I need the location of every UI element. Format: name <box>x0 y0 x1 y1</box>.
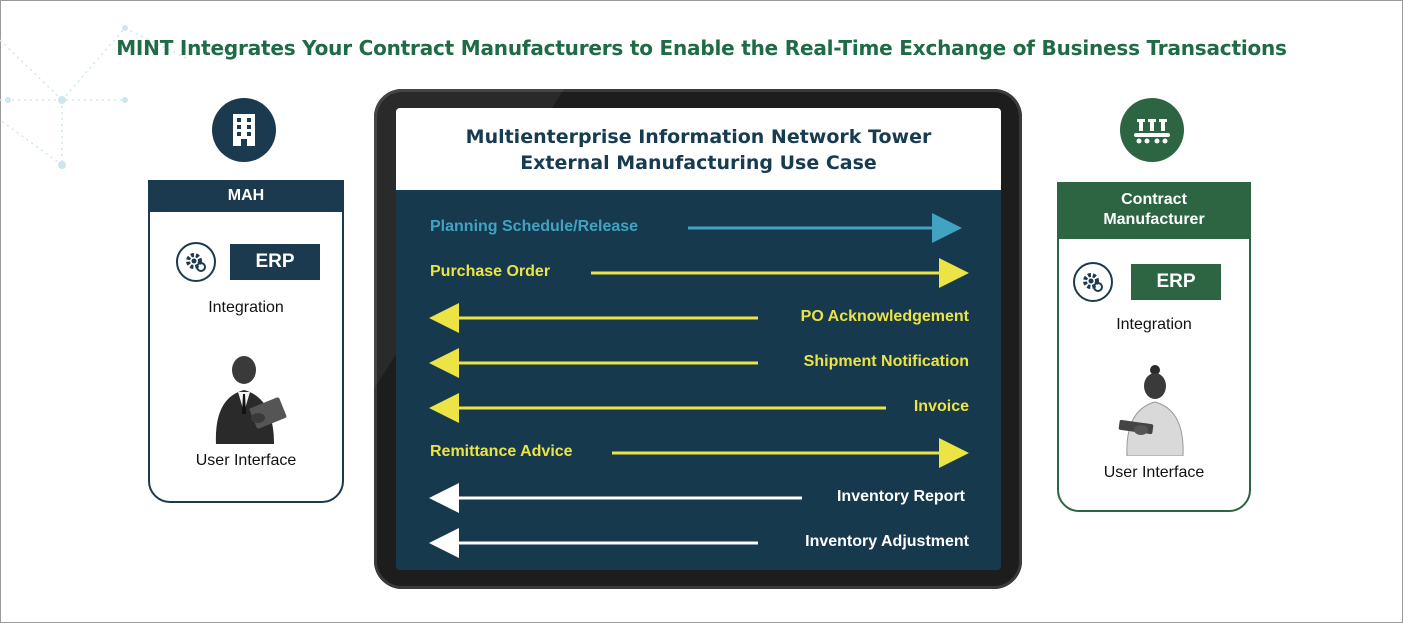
tablet-heading-line1: Multienterprise Information Network Towe… <box>465 126 932 148</box>
woman-with-tablet-image <box>1118 365 1184 456</box>
integration-gear-icon <box>1073 262 1113 302</box>
factory-conveyor-icon <box>1120 98 1184 162</box>
contract-manufacturer-card: Contract Manufacturer ERP Integration Us… <box>1057 182 1251 512</box>
flow-label-inventory-adjustment: Inventory Adjustment <box>805 533 969 550</box>
mah-card: MAH ERP Integration User Interface <box>148 180 344 503</box>
contract-manufacturer-header-line1: Contract <box>1121 191 1187 208</box>
user-interface-label: User Interface <box>1103 464 1205 481</box>
building-icon <box>212 98 276 162</box>
flow-label-inventory-report: Inventory Report <box>836 488 965 505</box>
tablet-screen: Multienterprise Information Network Towe… <box>396 108 1001 570</box>
flow-label-po-acknowledgement: PO Acknowledgement <box>800 308 969 325</box>
integration-gear-icon <box>176 242 216 282</box>
decorative-network-dots <box>0 25 191 169</box>
integration-label: Integration <box>1116 316 1192 333</box>
erp-box: ERP <box>1131 264 1221 300</box>
flow-label-shipment-notification: Shipment Notification <box>803 353 969 370</box>
flow-arrows <box>429 213 969 558</box>
flow-label-planning-schedule: Planning Schedule/Release <box>430 218 639 235</box>
erp-box: ERP <box>230 244 320 280</box>
user-interface-label: User Interface <box>195 452 297 469</box>
tablet-heading: Multienterprise Information Network Towe… <box>396 108 1001 190</box>
flow-label-purchase-order: Purchase Order <box>430 263 551 280</box>
diagram-title: MINT Integrates Your Contract Manufactur… <box>116 36 1287 60</box>
businessman-with-tablet-image <box>215 356 287 444</box>
contract-manufacturer-header: Contract Manufacturer <box>1057 182 1251 239</box>
flow-label-invoice: Invoice <box>913 398 969 415</box>
contract-manufacturer-header-line2: Manufacturer <box>1103 211 1205 228</box>
integration-label: Integration <box>208 299 284 316</box>
flow-label-remittance-advice: Remittance Advice <box>430 443 573 460</box>
mah-header: MAH <box>148 180 344 212</box>
tablet-heading-line2: External Manufacturing Use Case <box>520 152 877 174</box>
